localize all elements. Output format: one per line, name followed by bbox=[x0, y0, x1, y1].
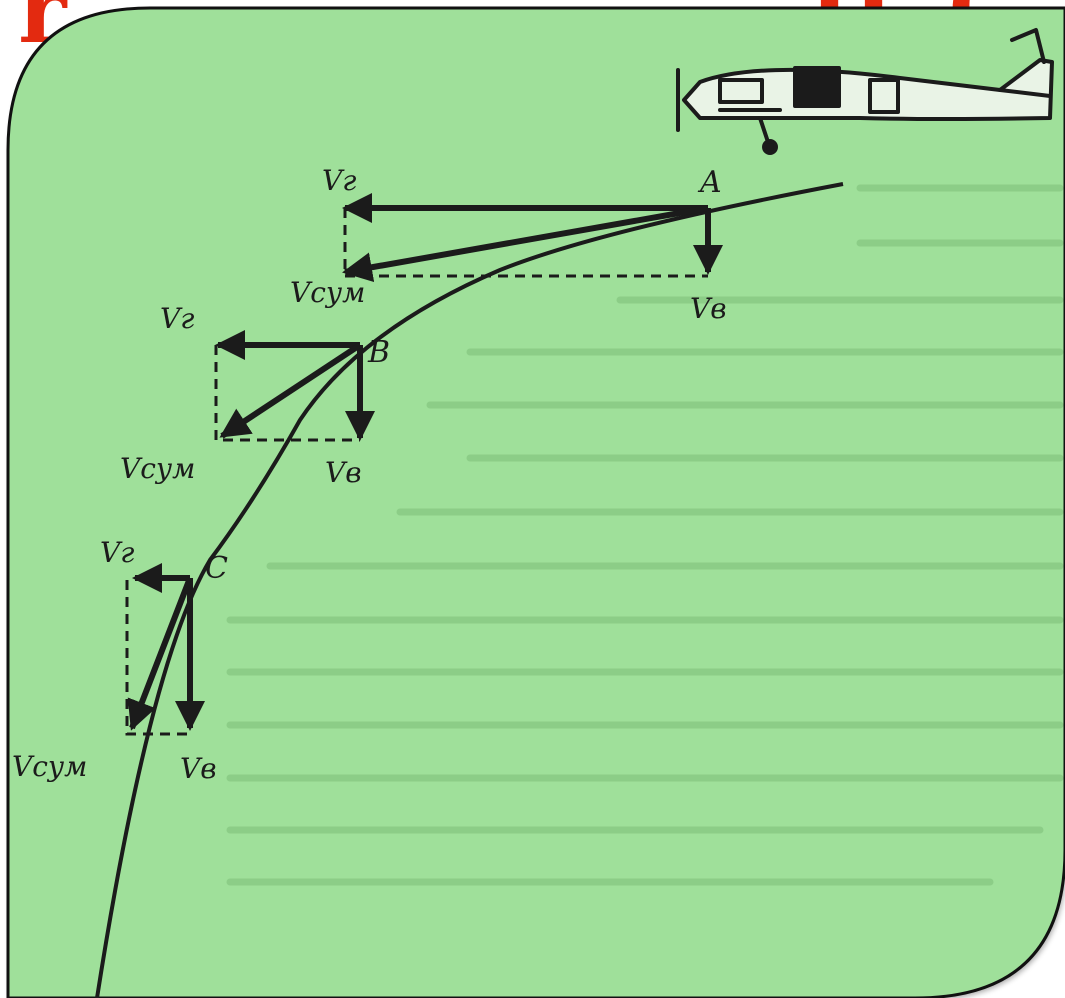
label-vh-A: Vг bbox=[322, 164, 356, 197]
label-vh-B: Vг bbox=[160, 302, 194, 335]
point-label-A: A bbox=[697, 165, 722, 200]
point-label-B: B bbox=[367, 335, 390, 370]
resultant-velocity-arrow-B bbox=[219, 342, 362, 439]
resultant-velocity-arrow-A bbox=[342, 205, 709, 283]
label-vsum-C: Vсум bbox=[12, 750, 87, 783]
resultant-velocity-arrow-C bbox=[127, 576, 193, 731]
green-panel bbox=[6, 6, 1065, 998]
label-vsum-A: Vсум bbox=[290, 276, 365, 309]
vectors-at-C bbox=[125, 563, 205, 736]
parallelogram-dashes-C bbox=[125, 580, 190, 736]
label-vv-B: Vв bbox=[325, 456, 362, 489]
label-vh-C: Vг bbox=[100, 536, 134, 569]
parallelogram-dashes-B bbox=[214, 345, 360, 442]
vectors-at-B bbox=[214, 330, 375, 442]
trajectory-curve bbox=[95, 182, 844, 998]
airplane-icon bbox=[676, 28, 1054, 155]
vectors-at-A bbox=[342, 193, 723, 283]
background-text-texture bbox=[226, 184, 1064, 886]
parallelogram-dashes-A bbox=[343, 208, 708, 278]
label-vsum-B: Vсум bbox=[120, 452, 195, 485]
label-vv-A: Vв bbox=[690, 292, 727, 325]
label-vv-C: Vв bbox=[180, 752, 217, 785]
point-label-C: C bbox=[205, 551, 228, 586]
